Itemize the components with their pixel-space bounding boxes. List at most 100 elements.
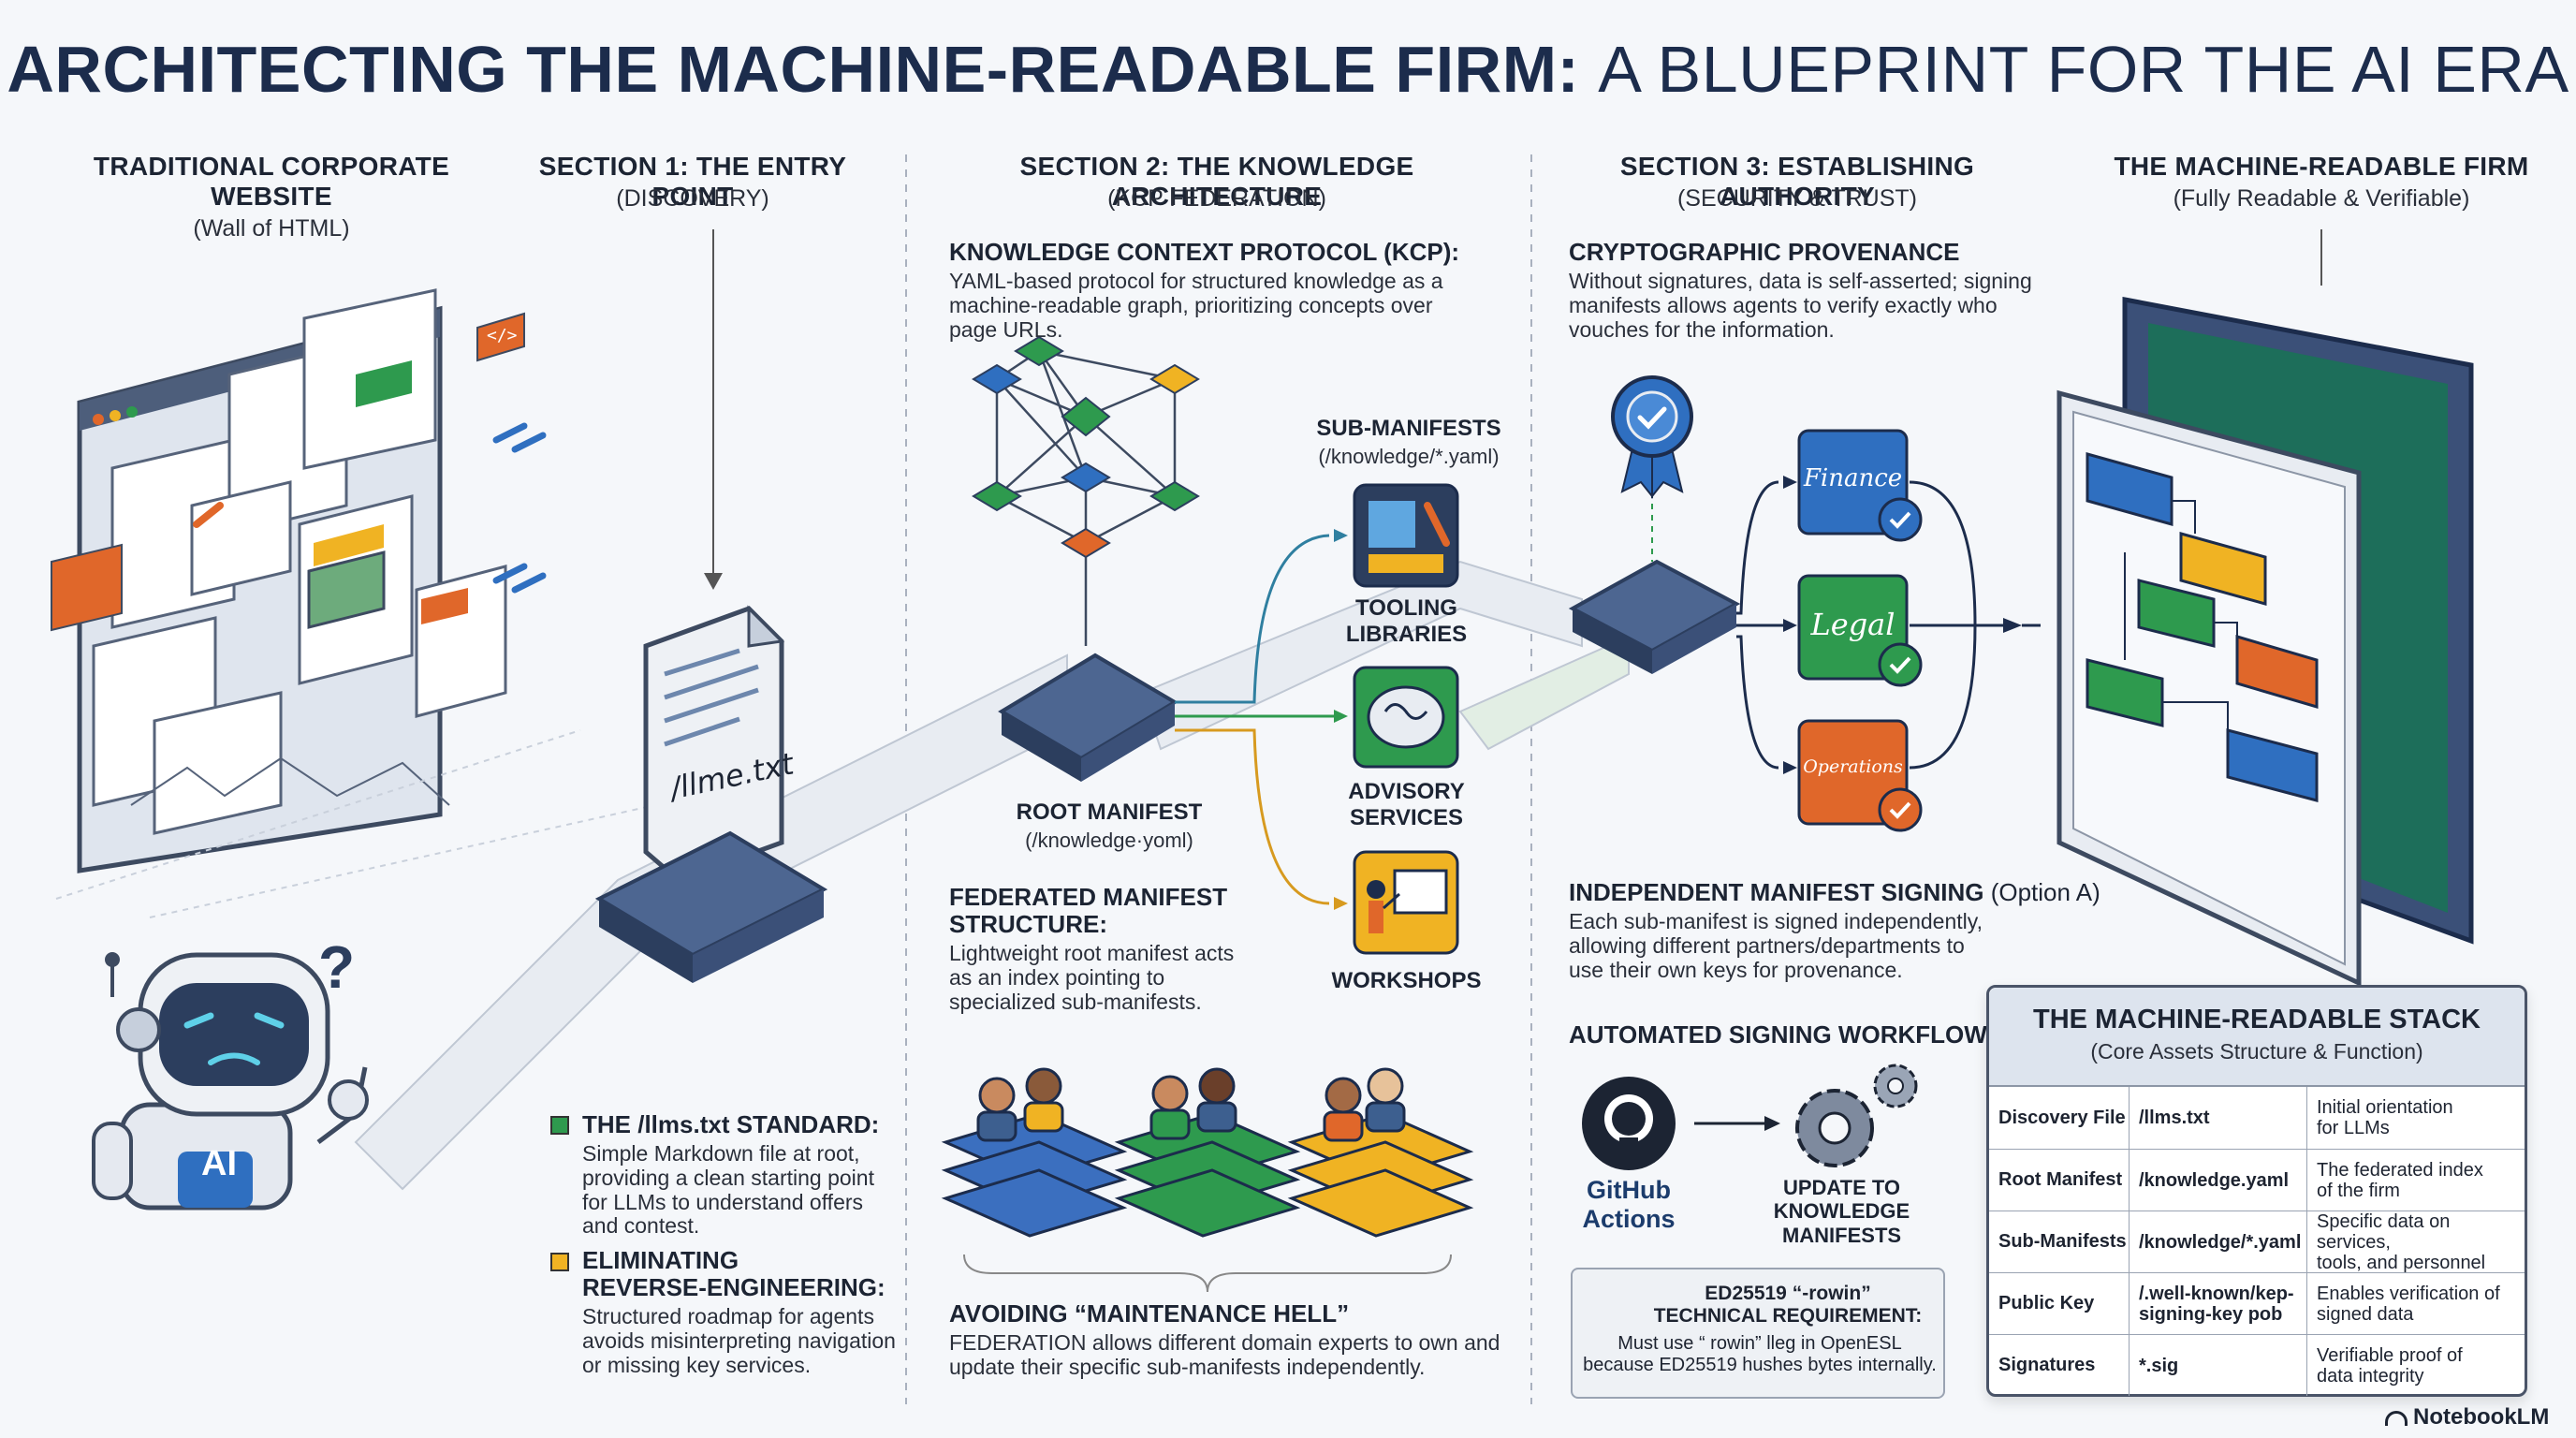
update-line3: MANIFESTS: [1781, 1223, 1902, 1247]
row-name: Sub-Manifests: [1989, 1211, 2130, 1272]
kcp-line: machine-readable graph, prioritizing con…: [949, 292, 1433, 317]
tooling-label: TOOLING LIBRARIES: [1310, 595, 1502, 647]
provenance-body: Without signatures, data is self-asserte…: [1569, 269, 2032, 342]
workflows-heading: AUTOMATED SIGNING WORKFLOWS: [1569, 1020, 2004, 1049]
requirement-line3: Must use “ rowin” lleg in OpenESL: [1617, 1333, 1902, 1354]
brand-text: NotebookLM: [2413, 1404, 2550, 1430]
table-row: Sub-Manifests /knowledge/*.yaml Specific…: [1989, 1211, 2525, 1273]
maintenance-line: update their specific sub-manifests inde…: [949, 1354, 1426, 1379]
stack-header: THE MACHINE-READABLE STACK (Core Assets …: [1989, 988, 2525, 1087]
arrow-icon: [1694, 1116, 1780, 1131]
github-actions-label: GitHub Actions: [1554, 1176, 1704, 1234]
federated-body: Lightweight root manifest acts as an ind…: [949, 941, 1235, 1014]
row-path: /llms.txt: [2130, 1087, 2307, 1149]
requirement-line4: because ED25519 hushes bytes internally.: [1583, 1355, 1937, 1375]
tooling-line2: LIBRARIES: [1345, 621, 1468, 647]
update-line2: KNOWLEDGE: [1773, 1199, 1910, 1224]
technical-requirement-box: ED25519 “-rowin” TECHNICAL REQUIREMENT: …: [1571, 1268, 1945, 1399]
workshops-label: WORKSHOPS: [1331, 968, 1482, 993]
section1-title: SECTION 1: THE ENTRY POINT: [538, 152, 847, 211]
section3-subtitle: (SECURITY & TRUST): [1676, 185, 1918, 212]
notebooklm-brand: NotebookLM: [2385, 1404, 2549, 1431]
row-desc-line2: signed data: [2317, 1303, 2414, 1325]
table-row: Public Key /.well-known/kep-signing-key …: [1989, 1272, 2525, 1334]
independent-body: Each sub-manifest is signed independentl…: [1569, 909, 1983, 982]
tooling-libraries-icon: [1353, 483, 1459, 588]
maintenance-heading: AVOIDING “MAINTENANCE HELL”: [949, 1299, 1350, 1328]
svg-text:?: ?: [318, 933, 355, 1001]
llms-standard-line: for LLMs to understand offers: [582, 1189, 864, 1214]
advisory-line1: ADVISORY: [1348, 779, 1465, 804]
reverse-eng-line: Structured roadmap for agents: [582, 1304, 874, 1328]
robot-ai-label: AI: [201, 1144, 237, 1183]
tooling-line1: TOOLING: [1355, 595, 1457, 621]
section2-title: SECTION 2: THE KNOWLEDGE ARCHITECTURE: [1019, 152, 1414, 211]
reverse-eng-heading-line1: ELIMINATING: [582, 1246, 739, 1274]
page-title: ARCHITECTING THE MACHINE-READABLE FIRM: …: [0, 32, 2576, 107]
gear-icon: [1795, 1064, 1918, 1167]
traditional-title-line1: TRADITIONAL CORPORATE: [93, 152, 450, 181]
stack-title: THE MACHINE-READABLE STACK: [2033, 1005, 2481, 1034]
requirement-line1: ED25519 “-rowin”: [1705, 1283, 1871, 1304]
federated-line: as an index pointing to: [949, 964, 1165, 990]
llms-file-illustration: [643, 229, 785, 883]
operations-card: [1797, 719, 1923, 832]
green-bullet-icon: [550, 1116, 569, 1135]
table-row: Discovery File /llms.txt Initial orienta…: [1989, 1087, 2525, 1149]
independent-line: use their own keys for provenance.: [1569, 957, 1903, 982]
traditional-title: TRADITIONAL CORPORATE WEBSITE: [84, 152, 459, 212]
advisory-line2: SERVICES: [1350, 804, 1463, 830]
html-wall-illustration: </>: [51, 288, 656, 918]
notebooklm-logo-icon: [2385, 1410, 2408, 1426]
reverse-eng-line: or missing key services.: [582, 1352, 812, 1377]
requirement-line2: TECHNICAL REQUIREMENT:: [1653, 1305, 1923, 1327]
provenance-line: manifests allows agents to verify exactl…: [1569, 292, 1998, 317]
section1-subtitle: (DISCOVERY): [616, 185, 769, 212]
entry-hub: [594, 830, 828, 983]
reverse-eng-line: avoids misinterpreting navigation: [582, 1328, 896, 1353]
federated-heading-line1: FEDERATED MANIFEST: [949, 883, 1228, 911]
machine-readable-stack-table: THE MACHINE-READABLE STACK (Core Assets …: [1986, 985, 2527, 1397]
federated-line: Lightweight root manifest acts: [949, 941, 1235, 965]
github-icon: [1582, 1077, 1676, 1170]
row-path: /.well-known/kep-signing-key pob: [2130, 1273, 2307, 1334]
federated-heading-line2: STRUCTURE:: [949, 909, 1107, 938]
row-desc-line1: The federated index: [2317, 1159, 2483, 1181]
update-manifests-label: UPDATE TO KNOWLEDGE MANIFESTS: [1760, 1176, 1924, 1247]
federated-teams-illustration: [941, 1067, 1474, 1293]
root-manifest-title: ROOT MANIFEST: [1016, 800, 1203, 825]
provenance-heading: CRYPTOGRAPHIC PROVENANCE: [1569, 238, 1960, 266]
table-row: Root Manifest /knowledge.yaml The federa…: [1989, 1149, 2525, 1211]
sub-manifests-path: (/knowledge/*.yaml): [1318, 445, 1500, 468]
row-desc-line1: Verifiable proof of: [2317, 1344, 2463, 1366]
row-desc-line1: Specific data on services,: [2317, 1211, 2451, 1253]
kcp-heading: KNOWLEDGE CONTEXT PROTOCOL (KCP):: [949, 238, 1460, 266]
row-name: Discovery File: [1989, 1087, 2130, 1149]
row-desc-line1: Enables verification of: [2317, 1283, 2500, 1304]
kcp-body: YAML-based protocol for structured knowl…: [949, 269, 1443, 342]
workshops-icon: [1353, 850, 1459, 955]
sub-manifests-title: SUB-MANIFESTS: [1316, 416, 1501, 441]
legal-card: [1797, 574, 1923, 687]
traditional-title-line2: WEBSITE: [211, 182, 332, 211]
yellow-bullet-icon: [550, 1253, 569, 1271]
stack-rows: Discovery File /llms.txt Initial orienta…: [1989, 1087, 2525, 1396]
row-desc-line2: for LLMs: [2317, 1118, 2390, 1138]
row-desc-line2: of the firm: [2317, 1180, 2400, 1201]
independent-line: allowing different partners/departments …: [1569, 932, 1965, 958]
operations-label: Operations: [1803, 756, 1903, 777]
section2-subtitle: (KCP FEDERATION): [1107, 185, 1326, 212]
llms-standard-line: and contest.: [582, 1213, 700, 1239]
maintenance-line: FEDERATION allows different domain exper…: [949, 1330, 1500, 1355]
row-path: /knowledge.yaml: [2130, 1150, 2307, 1211]
provenance-line: Without signatures, data is self-asserte…: [1569, 269, 2032, 293]
independent-line: Each sub-manifest is signed independentl…: [1569, 909, 1983, 933]
finance-card: [1797, 429, 1923, 542]
row-desc-line2: tools, and personnel: [2317, 1252, 2486, 1273]
